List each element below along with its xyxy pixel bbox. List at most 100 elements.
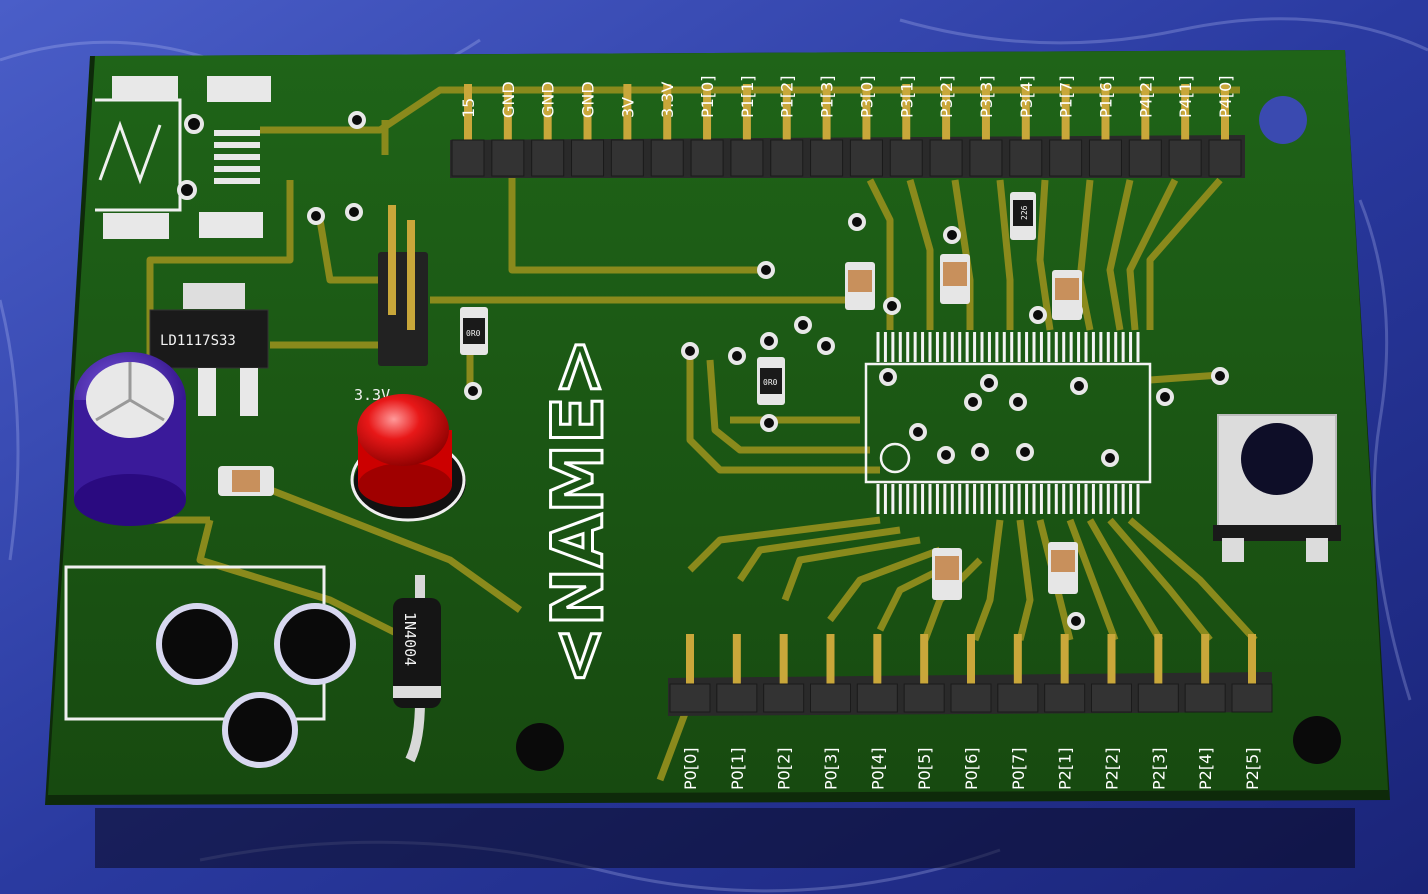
top-header-pin-base xyxy=(1049,139,1083,177)
bottom-header-pin xyxy=(1107,634,1116,692)
mcu-pin xyxy=(1054,484,1058,514)
mcu-pin xyxy=(995,332,999,362)
resistor-1-code: 0R0 xyxy=(466,329,481,338)
mcu-pin xyxy=(980,332,984,362)
smd-capacitor xyxy=(218,466,274,496)
bottom-header-pin-base xyxy=(669,683,711,713)
top-header-label: P4[0] xyxy=(1216,76,1235,119)
mcu-pin xyxy=(995,484,999,514)
top-header-pin-base xyxy=(1208,139,1242,177)
mcu-pin xyxy=(1099,332,1103,362)
mcu-pin xyxy=(898,484,902,514)
electrolytic-capacitor xyxy=(74,352,186,526)
top-header-pin xyxy=(503,84,512,160)
top-header-pin-base xyxy=(1009,139,1043,177)
bottom-header-pin xyxy=(920,634,929,692)
top-header-pin-base xyxy=(889,139,923,177)
copper-traces xyxy=(146,86,1258,782)
bottom-header-label: P0[0] xyxy=(681,748,700,791)
mcu-pin xyxy=(973,332,977,362)
mcu-pin xyxy=(928,484,932,514)
mcu-pin xyxy=(1010,484,1014,514)
bottom-pin-header: P0[0]P0[1]P0[2]P0[3]P0[4]P0[5]P0[6]P0[7]… xyxy=(668,634,1273,791)
mcu-pin xyxy=(1106,332,1110,362)
bottom-header-pin-base xyxy=(1044,683,1086,713)
top-header-label: P3[1] xyxy=(897,76,916,119)
mcu-pin xyxy=(1091,332,1095,362)
top-header-label: P1[2] xyxy=(778,76,797,119)
mcu-pin xyxy=(958,332,962,362)
mcu-pin xyxy=(1114,332,1118,362)
mcu-pin xyxy=(1032,332,1036,362)
mcu-pin xyxy=(1032,484,1036,514)
diode: 1N4004 xyxy=(393,574,441,763)
mcu-pin xyxy=(913,484,917,514)
mcu-pin xyxy=(921,332,925,362)
dc-jack xyxy=(64,565,356,768)
mcu-pin xyxy=(1121,484,1125,514)
bottom-header-pin xyxy=(732,634,741,692)
usb-connector xyxy=(95,76,271,239)
bottom-header-pin-base xyxy=(997,683,1039,713)
top-header-pin-base xyxy=(451,139,485,177)
mcu-pin xyxy=(935,484,939,514)
top-header-pin xyxy=(862,84,871,160)
mcu-pin xyxy=(1106,484,1110,514)
jumper-header: 3.3V xyxy=(354,205,428,404)
top-header-label: P1[7] xyxy=(1057,76,1076,119)
top-header-label: P1[3] xyxy=(818,76,837,119)
top-header-pin xyxy=(981,84,990,160)
bottom-header-pin-base xyxy=(1091,683,1132,713)
mcu-pin xyxy=(973,484,977,514)
bottom-header-label: P0[5] xyxy=(915,748,934,791)
bottom-header-label: P0[1] xyxy=(728,748,747,791)
mcu-pin xyxy=(891,332,895,362)
top-header-label: P3[3] xyxy=(977,76,996,119)
top-header-label: 15 xyxy=(459,98,478,118)
top-header-pin-base xyxy=(690,139,724,177)
top-header-label: P1[6] xyxy=(1096,76,1115,119)
mcu-pin xyxy=(1084,332,1088,362)
mcu-footprint xyxy=(864,332,1152,514)
top-header-pin xyxy=(623,84,632,160)
bottom-header-pin xyxy=(967,634,975,692)
top-header-pin xyxy=(782,84,791,160)
top-header-label: GND xyxy=(579,81,598,118)
bottom-header-pin xyxy=(1013,634,1022,692)
resistor-2-code: 0R0 xyxy=(763,378,778,387)
bottom-header-pin-base xyxy=(1184,683,1226,713)
board xyxy=(48,50,1388,795)
mcu-pin xyxy=(1062,484,1066,514)
top-header-pin xyxy=(1141,84,1150,160)
top-header-label: P3[0] xyxy=(857,76,876,119)
top-header-label: 3.3V xyxy=(658,82,677,118)
top-header-pin xyxy=(663,84,672,160)
bottom-header-pin xyxy=(1060,634,1069,692)
mcu-pin xyxy=(943,484,947,514)
mcu-pin xyxy=(1129,332,1133,362)
mcu-pin xyxy=(965,332,969,362)
mcu-pin xyxy=(1136,484,1140,514)
mcu-pin xyxy=(876,332,880,362)
mcu-pin xyxy=(1047,484,1051,514)
bottom-header-pin xyxy=(1154,634,1163,692)
bottom-header-pin-base xyxy=(810,683,851,713)
mcu-pin xyxy=(928,332,932,362)
ceramic-capacitor-226: 226 xyxy=(1010,192,1036,240)
bottom-header-pin-base xyxy=(716,683,758,713)
mounting-holes xyxy=(516,96,1341,771)
top-header-pin xyxy=(822,84,831,160)
mcu-pin xyxy=(1069,332,1073,362)
name-marking: <NAME> xyxy=(537,337,619,685)
mcu-pin xyxy=(958,484,962,514)
top-header-label: P3[4] xyxy=(1017,76,1036,119)
top-header-pin xyxy=(543,84,552,160)
bottom-header-pin xyxy=(826,634,835,692)
mcu-pin xyxy=(1136,332,1140,362)
top-header-pin-base xyxy=(571,139,605,177)
top-header-label: P1[0] xyxy=(698,76,717,119)
bottom-header-label: P2[3] xyxy=(1149,748,1168,791)
mcu-pin xyxy=(1002,484,1006,514)
mcu-pin xyxy=(1077,332,1081,362)
mcu-pin xyxy=(883,484,887,514)
